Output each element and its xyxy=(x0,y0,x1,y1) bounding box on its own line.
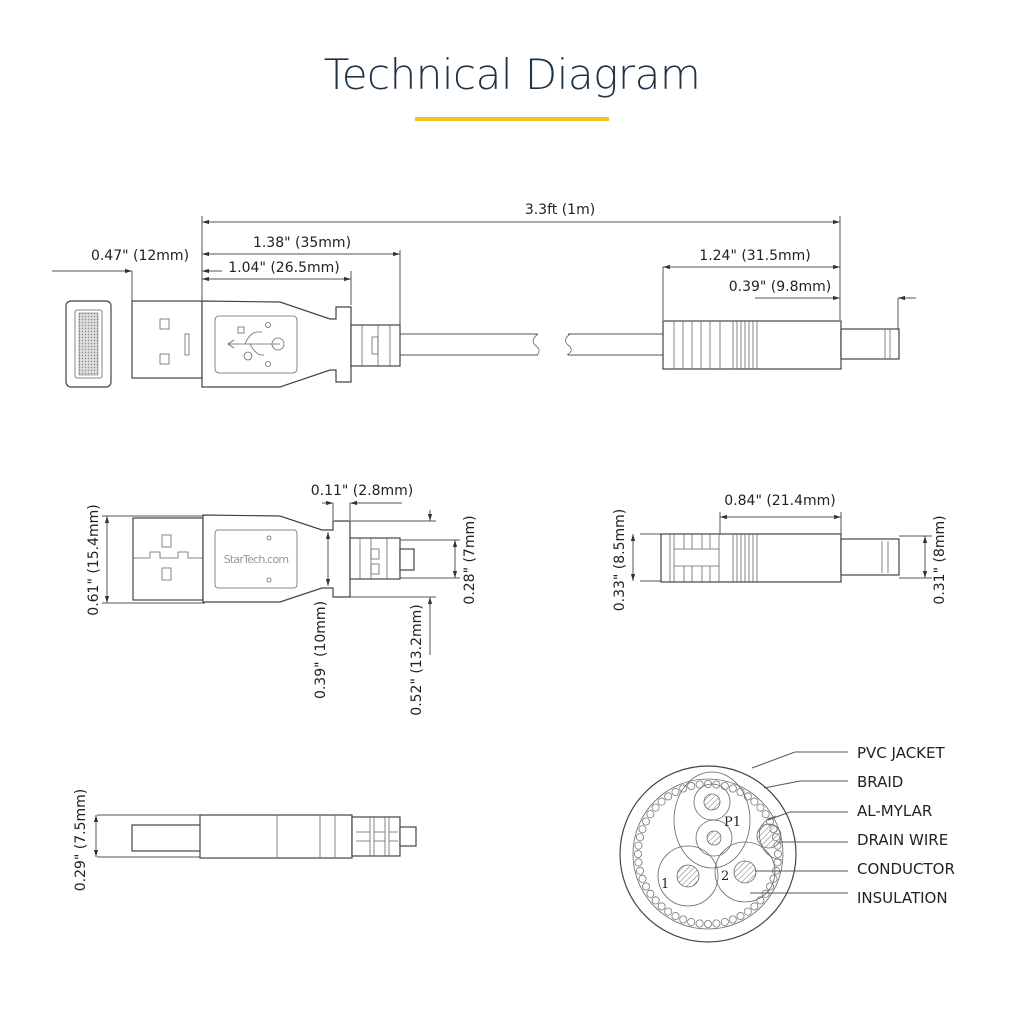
usb-trident-icon xyxy=(227,322,285,367)
conductor-2-label: 2 xyxy=(721,869,729,884)
dim-neck-height: 0.39" (10mm) xyxy=(313,601,329,699)
cable-top xyxy=(400,333,663,356)
dim-usb-overall: 1.38" (35mm) xyxy=(253,235,351,251)
dc-barrel-top xyxy=(662,320,900,370)
dc-side-view: 0.33" (8.5mm) 0.84" (21.4mm) 0.31" (8mm) xyxy=(612,493,948,611)
pair-label: P1 xyxy=(724,815,741,830)
cable-cross-section: P1 1 2 PVC JACKET BRAID AL-MYLAR DRAIN W… xyxy=(619,744,955,943)
usb-side-view: 0.61" (15.4mm) StarTech.com 0.11" (2.8mm… xyxy=(86,483,478,716)
dim-dc-overall: 1.24" (31.5mm) xyxy=(699,248,810,264)
dim-dc-body-length: 0.84" (21.4mm) xyxy=(724,493,835,509)
dim-strain-relief-height: 0.28" (7mm) xyxy=(462,515,478,604)
dim-dc-tip-height: 0.31" (8mm) xyxy=(932,515,948,604)
dim-total-length: 3.3ft (1m) xyxy=(525,202,595,218)
dim-flange-height: 0.52" (13.2mm) xyxy=(409,604,425,715)
usb-profile-view: 0.29" (7.5mm) xyxy=(73,789,417,892)
label-braid: BRAID xyxy=(857,773,903,791)
dim-flange-width: 0.11" (2.8mm) xyxy=(311,483,414,499)
dim-usb-body: 1.04" (26.5mm) xyxy=(228,260,339,276)
dim-boot-height: 0.33" (8.5mm) xyxy=(612,509,628,612)
startech-logo: StarTech.com xyxy=(224,553,289,566)
label-insulation: INSULATION xyxy=(857,889,948,907)
label-pvc-jacket: PVC JACKET xyxy=(857,744,945,762)
top-view: 3.3ft (1m) 1.38" (35mm) 1.04" (26.5mm) 0… xyxy=(52,202,916,388)
usb-a-female-face xyxy=(65,300,112,388)
conductor-1-label: 1 xyxy=(661,877,669,892)
label-al-mylar: AL-MYLAR xyxy=(857,802,932,820)
dim-plug-height: 0.61" (15.4mm) xyxy=(86,504,102,615)
usb-a-plug-top xyxy=(131,300,203,379)
page-title: Technical Diagram xyxy=(323,50,701,99)
usb-a-body-top xyxy=(201,300,401,388)
title-underline xyxy=(415,117,609,121)
dim-dc-tip: 0.39" (9.8mm) xyxy=(729,279,832,295)
label-drain-wire: DRAIN WIRE xyxy=(857,831,948,849)
dim-usb-plug: 0.47" (12mm) xyxy=(91,248,189,264)
dim-thickness: 0.29" (7.5mm) xyxy=(73,789,89,892)
label-conductor: CONDUCTOR xyxy=(857,860,955,878)
